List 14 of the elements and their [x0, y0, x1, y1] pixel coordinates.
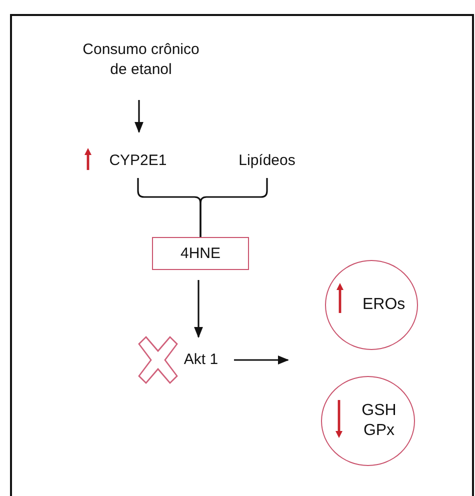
- arrow: [234, 356, 290, 364]
- arrow: [134, 100, 144, 134]
- label-text: 4HNE: [180, 244, 220, 264]
- label-text: Lipídeos: [238, 151, 296, 171]
- label-text: Akt 1: [184, 350, 218, 370]
- brace-connector: [200, 178, 268, 237]
- label-text: Consumo crônico de etanol: [82, 40, 200, 80]
- label-text: CYP2E1: [109, 151, 167, 171]
- label-text: EROs: [362, 295, 402, 315]
- result-circle: [321, 376, 415, 466]
- process-box: [152, 237, 249, 270]
- label-text: GSH GPx: [360, 401, 398, 441]
- arrow: [194, 280, 203, 338]
- result-circle: [325, 260, 418, 350]
